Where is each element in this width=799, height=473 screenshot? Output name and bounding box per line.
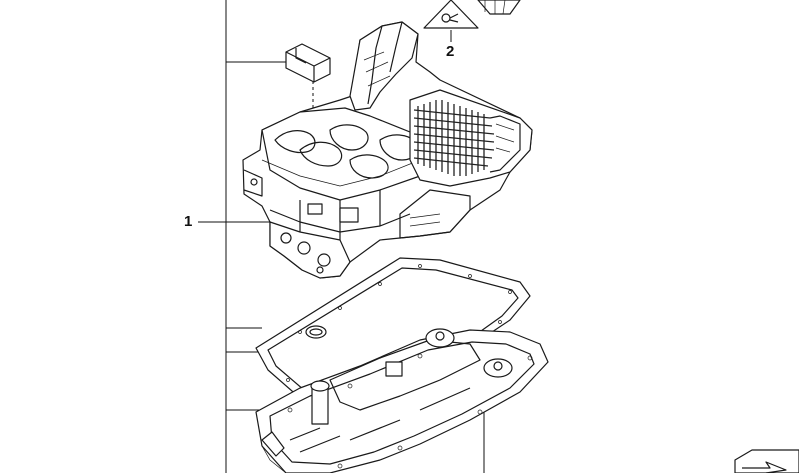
- o-ring: [305, 325, 327, 339]
- arrow-icon[interactable]: [734, 449, 799, 473]
- hose-fragment: [477, 0, 521, 15]
- callout-1: 1: [184, 213, 193, 230]
- warning-triangle-icon: [423, 0, 479, 29]
- circuit-grid: [413, 100, 495, 176]
- clip-part: [285, 43, 331, 83]
- oil-pan: [255, 328, 549, 473]
- valve-body: [242, 21, 533, 279]
- callout-2: 2: [446, 43, 455, 60]
